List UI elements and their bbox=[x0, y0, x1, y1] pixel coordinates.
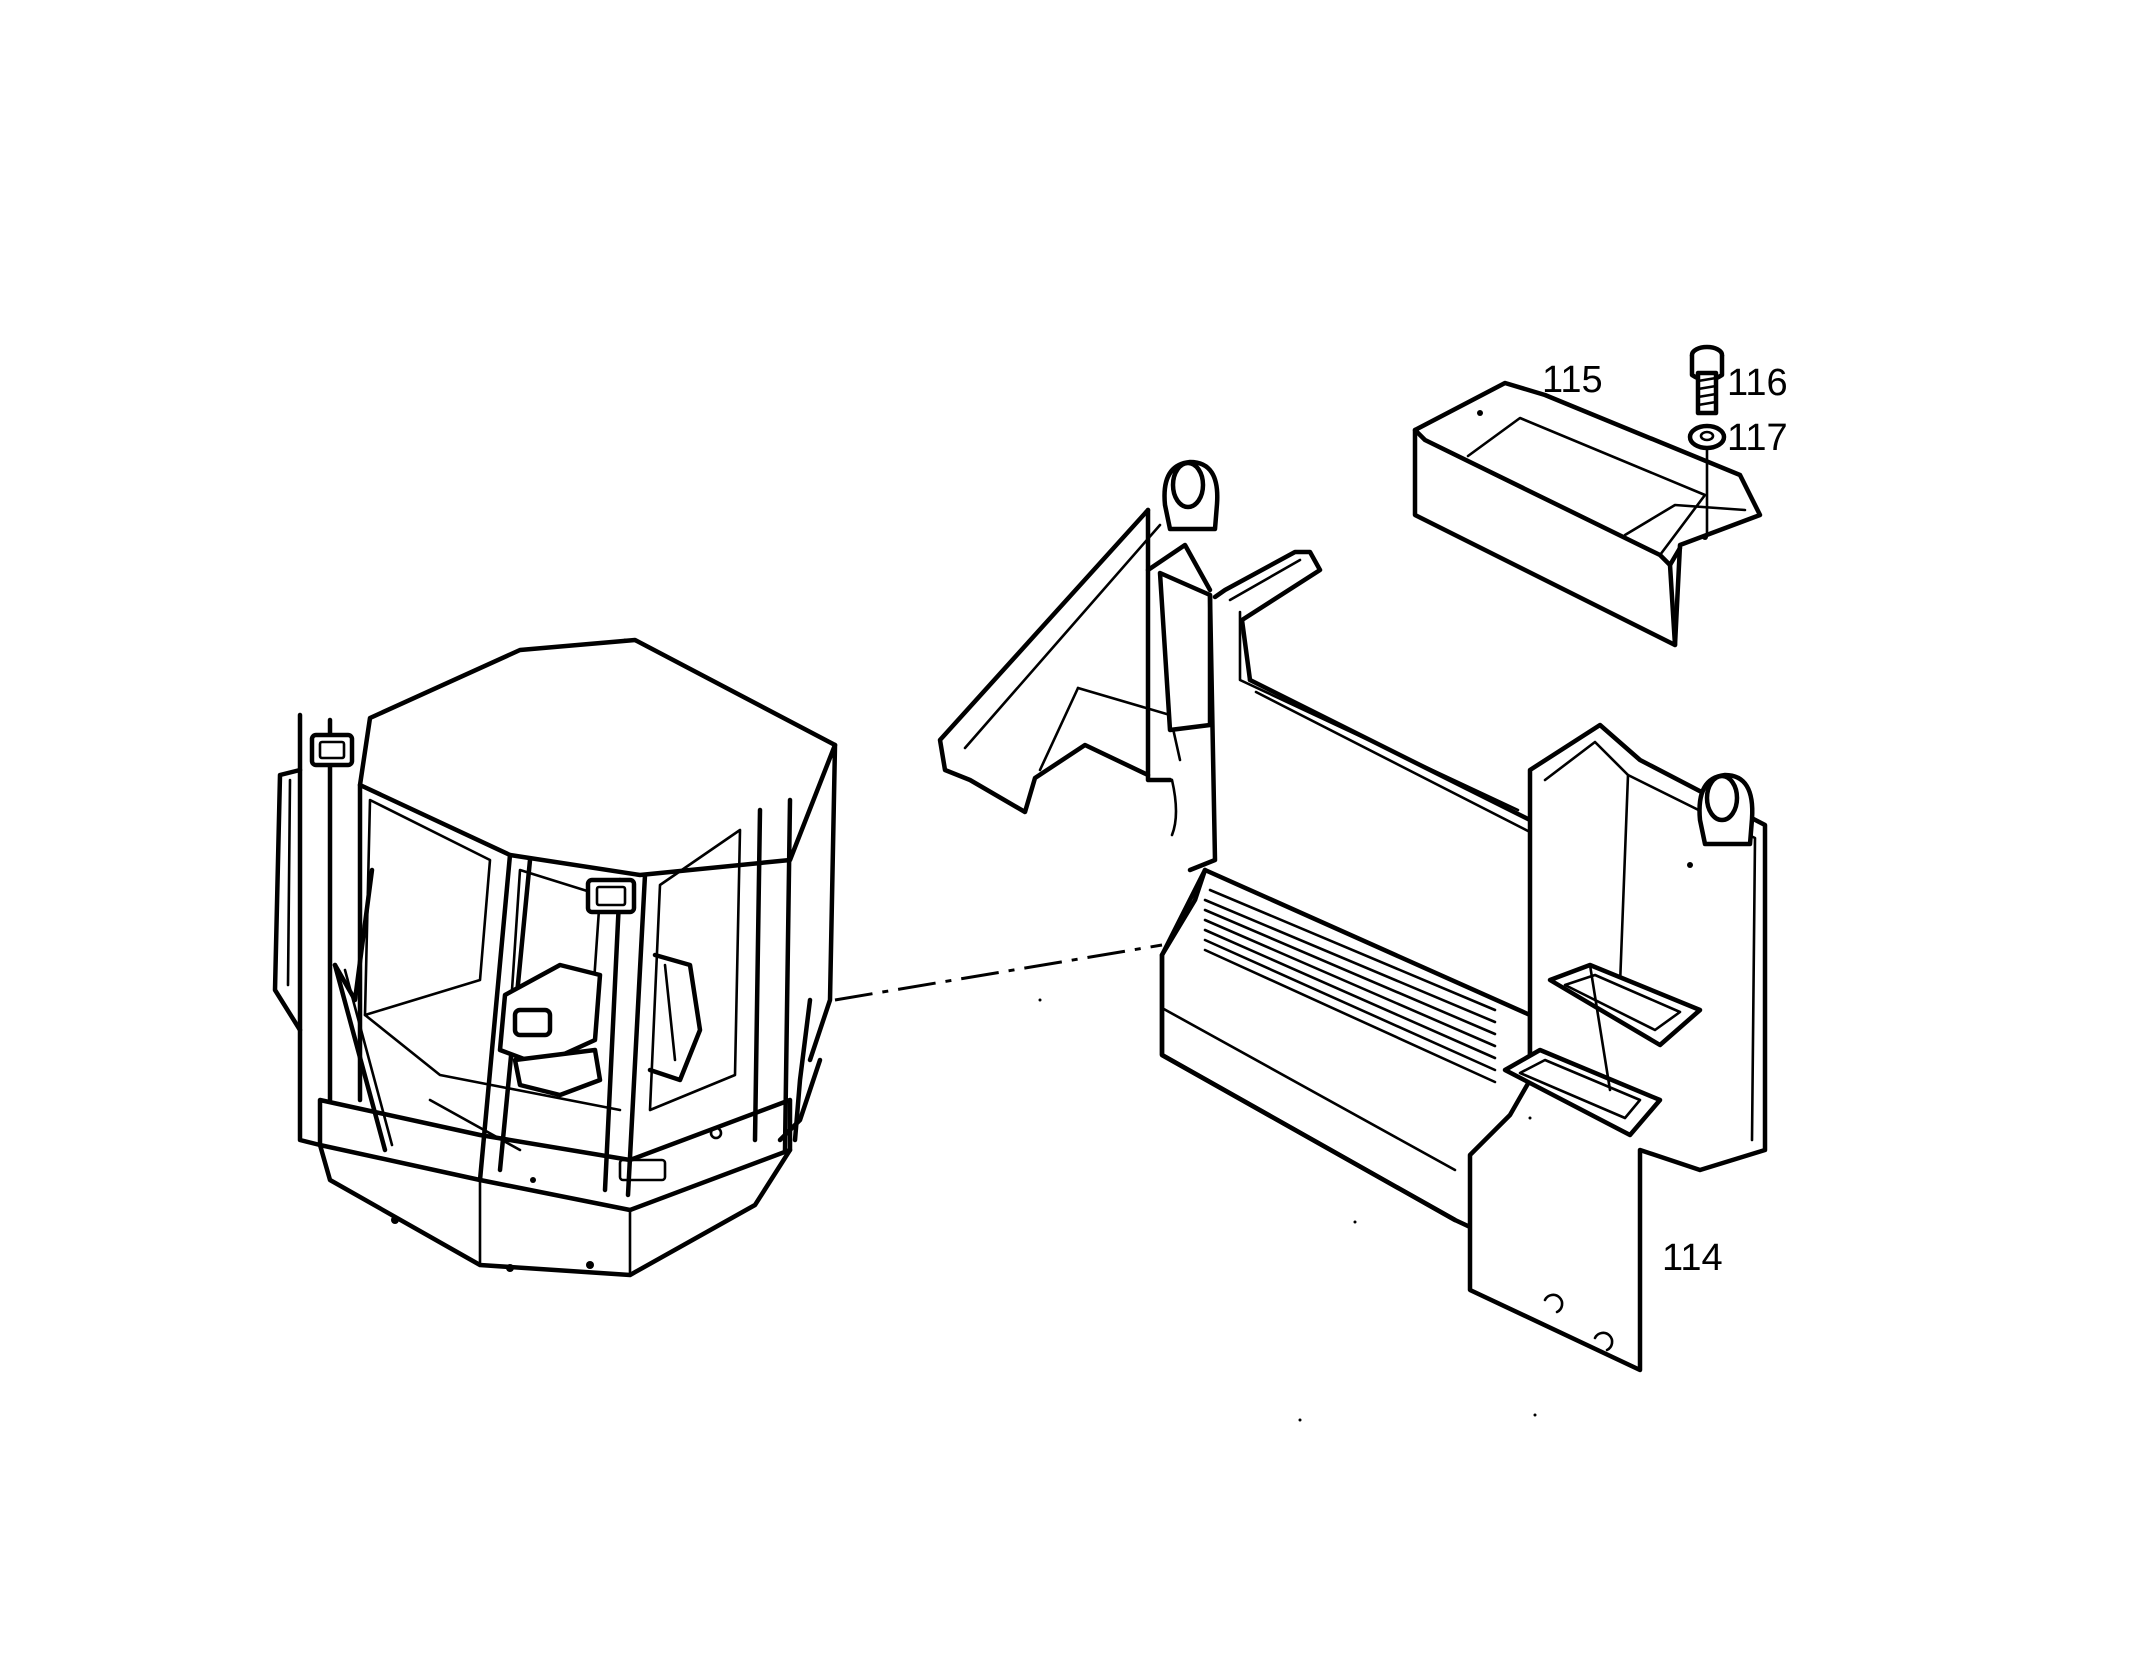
rear-panel-part-114 bbox=[937, 459, 1768, 1373]
callout-115: 115 bbox=[1542, 359, 1603, 401]
washer-part-117 bbox=[1687, 423, 1727, 537]
callout-114: 114 bbox=[1662, 1237, 1723, 1279]
bolt-part-116 bbox=[1689, 344, 1725, 416]
callout-117: 117 bbox=[1727, 417, 1788, 459]
cover-part-115 bbox=[1412, 380, 1763, 648]
scan-specks bbox=[623, 638, 1537, 1422]
operator-cab bbox=[272, 637, 838, 1278]
assembly-leader-line bbox=[834, 943, 1163, 1002]
callout-116: 116 bbox=[1727, 362, 1788, 404]
